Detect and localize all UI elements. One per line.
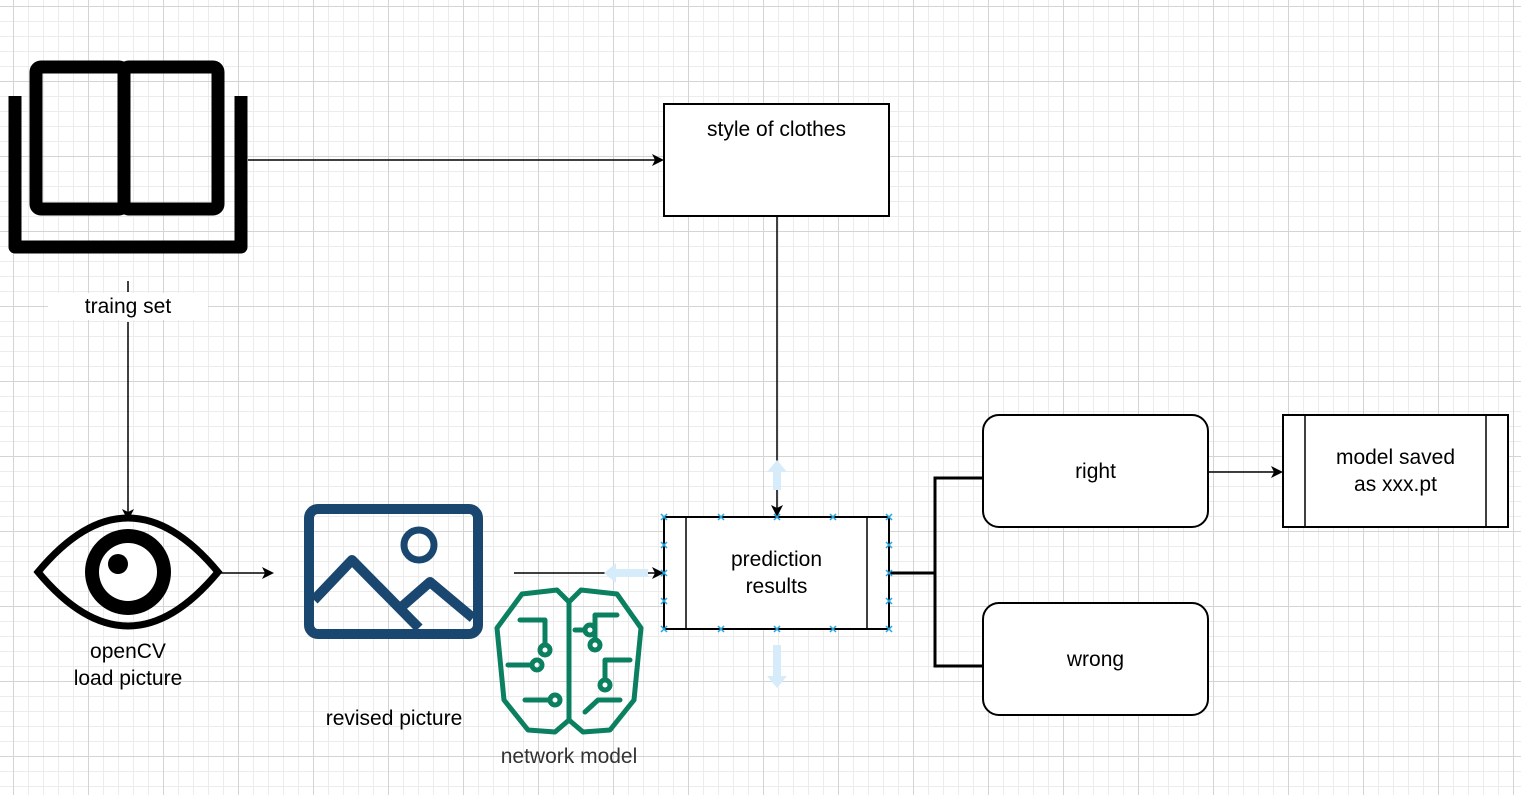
training-set-label: traing set (48, 293, 208, 320)
prediction-to-wrong-connector[interactable] (933, 573, 983, 668)
network-model-label: network model (500, 745, 638, 768)
book-icon[interactable] (8, 60, 248, 254)
wrong-box[interactable] (982, 602, 1209, 716)
eye-icon[interactable] (33, 514, 223, 630)
image-icon[interactable] (304, 504, 483, 639)
prediction-results-label: prediction results (730, 548, 823, 598)
model-saved-box[interactable] (1282, 414, 1509, 528)
model-saved-label: model saved as xxx.pt (1335, 446, 1456, 496)
revised-picture-label: revised picture (325, 707, 463, 730)
selection-hover-arrows[interactable] (604, 460, 787, 688)
style-of-clothes-label: style of clothes (707, 118, 846, 141)
prediction-to-right-connector[interactable] (890, 476, 983, 575)
opencv-load-picture-label: openCV load picture (73, 640, 183, 690)
brain-network-icon[interactable] (494, 587, 644, 735)
right-label: right (1075, 459, 1116, 483)
selection-handles[interactable] (660, 513, 893, 633)
right-box[interactable] (982, 414, 1209, 528)
wrong-label: wrong (1066, 647, 1125, 671)
